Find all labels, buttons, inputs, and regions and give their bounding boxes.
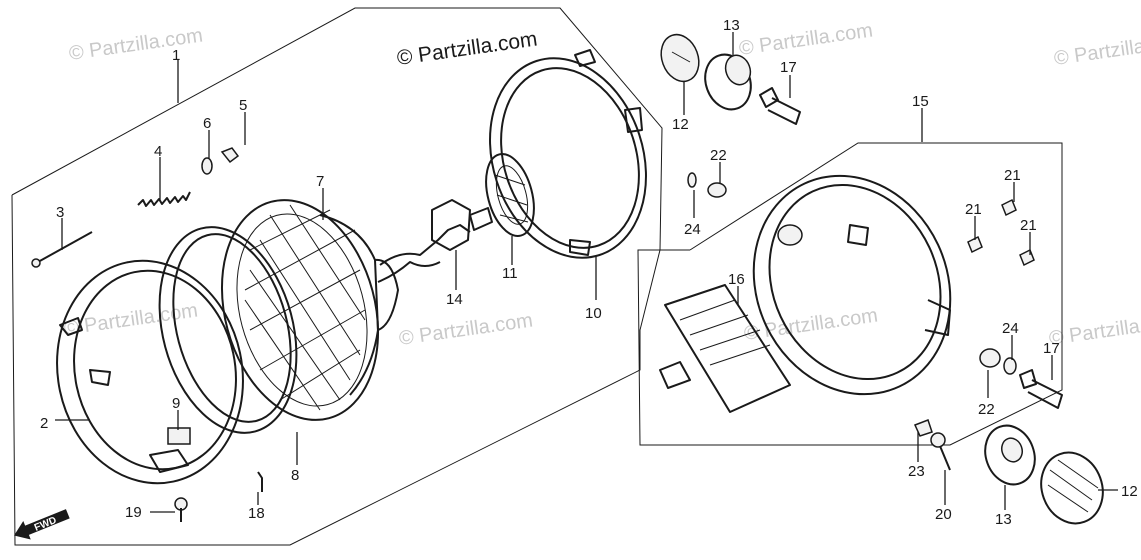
adjusting-screw xyxy=(31,231,93,268)
part-label-8: 8 xyxy=(291,467,299,484)
reflector-base-bottom xyxy=(984,424,1036,486)
part-label-9: 9 xyxy=(172,395,180,412)
washer-right xyxy=(979,348,1001,368)
watermark-text: © Partzilla.com xyxy=(1053,29,1141,70)
sealed-beam-unit xyxy=(220,199,399,421)
case-screw xyxy=(1019,248,1035,267)
part-label-12-top: 12 xyxy=(672,116,689,133)
watermark-text: © Partzilla.com xyxy=(398,309,535,350)
spacer-top xyxy=(687,172,697,188)
part-label-22-top: 22 xyxy=(710,147,727,164)
part-label-20: 20 xyxy=(935,506,952,523)
assembly-outline-headlight xyxy=(11,7,663,546)
part-label-7: 7 xyxy=(316,173,324,190)
reflector-lens-bottom xyxy=(1040,451,1104,525)
headlight-rim xyxy=(56,259,244,485)
screw-small xyxy=(257,471,263,492)
part-label-16: 16 xyxy=(728,271,745,288)
part-label-11: 11 xyxy=(502,265,518,282)
case-screw xyxy=(1001,198,1017,217)
leader-lines xyxy=(55,32,1118,513)
bolt-top xyxy=(759,87,801,125)
watermark-text: © Partzilla.com xyxy=(743,304,880,345)
part-label-18: 18 xyxy=(248,505,265,522)
part-label-6: 6 xyxy=(203,115,211,132)
part-label-23: 23 xyxy=(908,463,925,480)
washer-and-nut xyxy=(201,147,240,175)
part-label-14: 14 xyxy=(446,291,463,308)
part-number-labels: 1 2 3 4 5 6 7 8 9 10 11 12 13 14 15 16 1… xyxy=(40,17,1138,528)
forward-direction-arrow: FWD xyxy=(14,509,70,540)
part-label-17-top: 17 xyxy=(780,59,797,76)
part-label-17-right: 17 xyxy=(1043,340,1060,357)
part-label-21-b: 21 xyxy=(965,201,982,218)
part-label-3: 3 xyxy=(56,204,64,221)
part-label-21-c: 21 xyxy=(1020,217,1037,234)
part-label-19: 19 xyxy=(125,504,142,521)
watermark-text: © Partzilla.com xyxy=(738,19,875,60)
part-label-13-top: 13 xyxy=(723,17,740,34)
screw-rim xyxy=(174,497,188,522)
part-label-5: 5 xyxy=(239,97,247,114)
part-label-24-top: 24 xyxy=(684,221,701,238)
connector-block xyxy=(659,284,791,413)
watermark-group: © Partzilla.com © Partzilla.com © Partzi… xyxy=(63,19,1141,350)
part-label-10: 10 xyxy=(585,305,602,322)
part-label-24-right: 24 xyxy=(1002,320,1019,337)
part-label-21-a: 21 xyxy=(1004,167,1021,184)
watermark-text: © Partzilla.com xyxy=(68,24,205,65)
mounting-ring xyxy=(158,226,298,434)
reflector-cap-top xyxy=(660,33,700,83)
part-label-12-bottom: 12 xyxy=(1121,483,1138,500)
part-label-22-right: 22 xyxy=(978,401,995,418)
spring xyxy=(137,191,191,207)
watermark-text: © Partzilla.com xyxy=(63,299,200,340)
bulb-socket xyxy=(377,199,493,283)
reflector-base-top xyxy=(704,53,752,111)
headlight-case xyxy=(752,174,952,396)
fwd-label: FWD xyxy=(33,515,58,534)
part-label-2: 2 xyxy=(40,415,48,432)
part-label-4: 4 xyxy=(154,143,162,160)
spacer-right xyxy=(1003,357,1017,375)
assembly-outline-case xyxy=(637,142,1063,446)
part-label-13-bottom: 13 xyxy=(995,511,1012,528)
part-label-1: 1 xyxy=(172,47,180,64)
watermark-main: © Partzilla.com xyxy=(395,27,538,69)
washer-top xyxy=(707,182,727,198)
part-label-15: 15 xyxy=(912,93,929,110)
clip xyxy=(167,427,191,445)
reflector-screw xyxy=(930,432,951,471)
bulb-holder xyxy=(485,153,535,237)
retaining-ring xyxy=(489,49,647,259)
bolt-right xyxy=(1019,369,1063,409)
